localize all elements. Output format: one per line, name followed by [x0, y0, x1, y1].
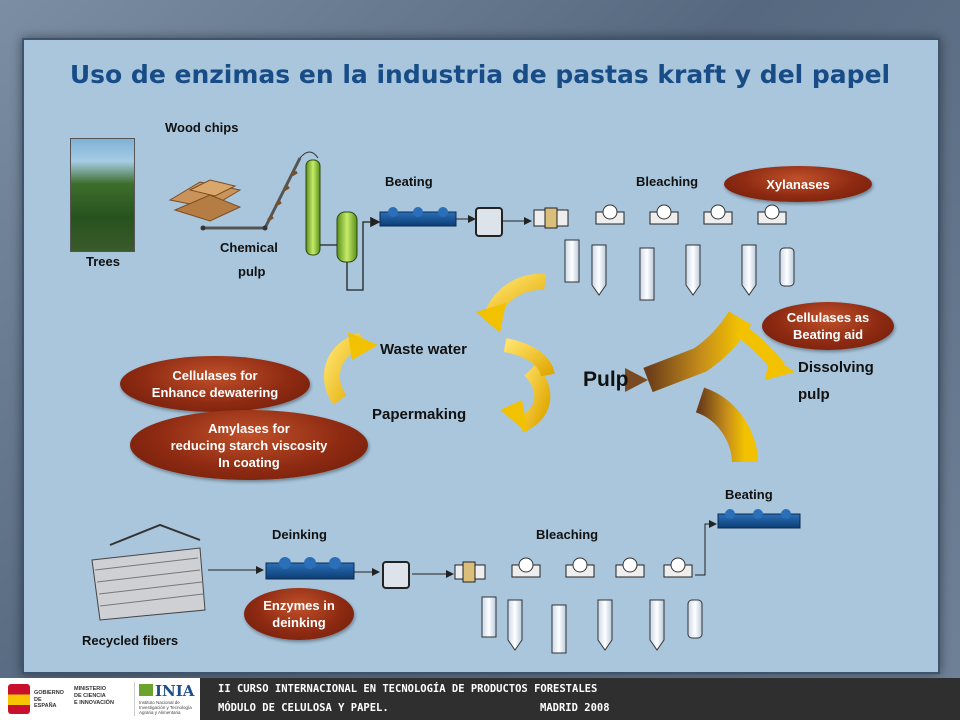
digester-icon [299, 151, 378, 291]
gov-text-2: DE ESPAÑA [34, 697, 57, 709]
bleaching-towers-top-icon [564, 204, 795, 301]
enzyme-cellulases-dewatering-line2: Enhance dewatering [151, 385, 279, 400]
pulp-flow-arrow [625, 311, 795, 463]
label-chemical-pulp: pulp [238, 264, 266, 279]
enzyme-cellulases-beating: Cellulases as Beating aid [762, 302, 894, 350]
label-pulp: Pulp [583, 368, 629, 391]
enzyme-cellulases-dewatering-line1: Cellulases for [172, 368, 258, 383]
label-deinking: Deinking [272, 527, 327, 542]
enzyme-deinking-line1: Enzymes in [263, 598, 335, 613]
beating-tank-top-icon [379, 207, 569, 237]
inia-logo: INIA Instituto Nacional de Investigación… [134, 682, 197, 716]
bleaching-towers-bottom-icon [481, 520, 717, 654]
government-logo: GOBIERNO DE ESPAÑA [8, 682, 64, 716]
enzyme-amylases: Amylases for reducing starch viscosity I… [130, 410, 368, 480]
inia-leaf-icon [139, 684, 153, 696]
label-trees: Trees [86, 254, 120, 269]
footer-location: MADRID 2008 [540, 702, 610, 714]
slide-title: Uso de enzimas en la industria de pastas… [69, 60, 891, 89]
conveyor-icon [200, 157, 302, 231]
label-beating-top: Beating [385, 174, 433, 189]
label-recycled-fibers: Recycled fibers [82, 633, 179, 648]
enzyme-deinking: Enzymes in deinking [244, 588, 354, 640]
enzyme-cellulases-dewatering: Cellulases for Enhance dewatering [120, 356, 310, 412]
label-papermaking: Papermaking [372, 406, 467, 423]
label-waste-water: Waste water [380, 341, 467, 358]
label-bleaching-bottom: Bleaching [536, 527, 599, 542]
wood-chips-icon [168, 179, 242, 222]
ministry-text-1: MINISTERIO [74, 686, 107, 692]
footer-bar: GOBIERNO DE ESPAÑA MINISTERIO DE CIENCIA… [0, 678, 960, 720]
spain-coat-of-arms-icon [8, 684, 30, 714]
ministry-text-2: DE CIENCIA [74, 693, 106, 699]
enzyme-xylanases-text: Xylanases [766, 176, 830, 192]
footer-course: II CURSO INTERNACIONAL EN TECNOLOGÍA DE … [218, 683, 598, 695]
enzyme-amylases-line1: Amylases for [208, 420, 290, 436]
ministry-text-3: E INNOVACIÓN [74, 700, 114, 706]
label-dissolving: Dissolving [798, 359, 874, 376]
label-dissolving-pulp: pulp [798, 386, 830, 403]
enzyme-amylases-line2: reducing starch viscosity [170, 437, 328, 453]
enzyme-deinking-line2: deinking [272, 615, 326, 630]
beating-tank-bottom-icon [717, 509, 801, 529]
deinking-tank-icon [265, 557, 486, 589]
label-chemical: Chemical [220, 240, 278, 255]
gov-text-1: GOBIERNO [34, 690, 64, 696]
trees-photo [70, 138, 135, 252]
enzyme-xylanases: Xylanases [724, 166, 872, 202]
recycled-paper-icon [91, 523, 206, 621]
inia-name: INIA [155, 682, 195, 700]
enzyme-cellulases-beating-line1: Cellulases as [786, 310, 870, 325]
enzyme-cellulases-beating-line2: Beating aid [792, 327, 864, 342]
enzyme-amylases-line3: In coating [218, 454, 280, 470]
footer-dark-band: II CURSO INTERNACIONAL EN TECNOLOGÍA DE … [200, 678, 960, 720]
label-wood-chips: Wood chips [165, 120, 239, 135]
label-bleaching-top: Bleaching [636, 174, 699, 189]
label-beating-bottom: Beating [725, 487, 773, 502]
footer-module: MÓDULO DE CELULOSA Y PAPEL. [218, 702, 389, 714]
inia-subtitle: Instituto Nacional de Investigación y Te… [139, 700, 192, 715]
recycle-arrows [324, 273, 555, 433]
